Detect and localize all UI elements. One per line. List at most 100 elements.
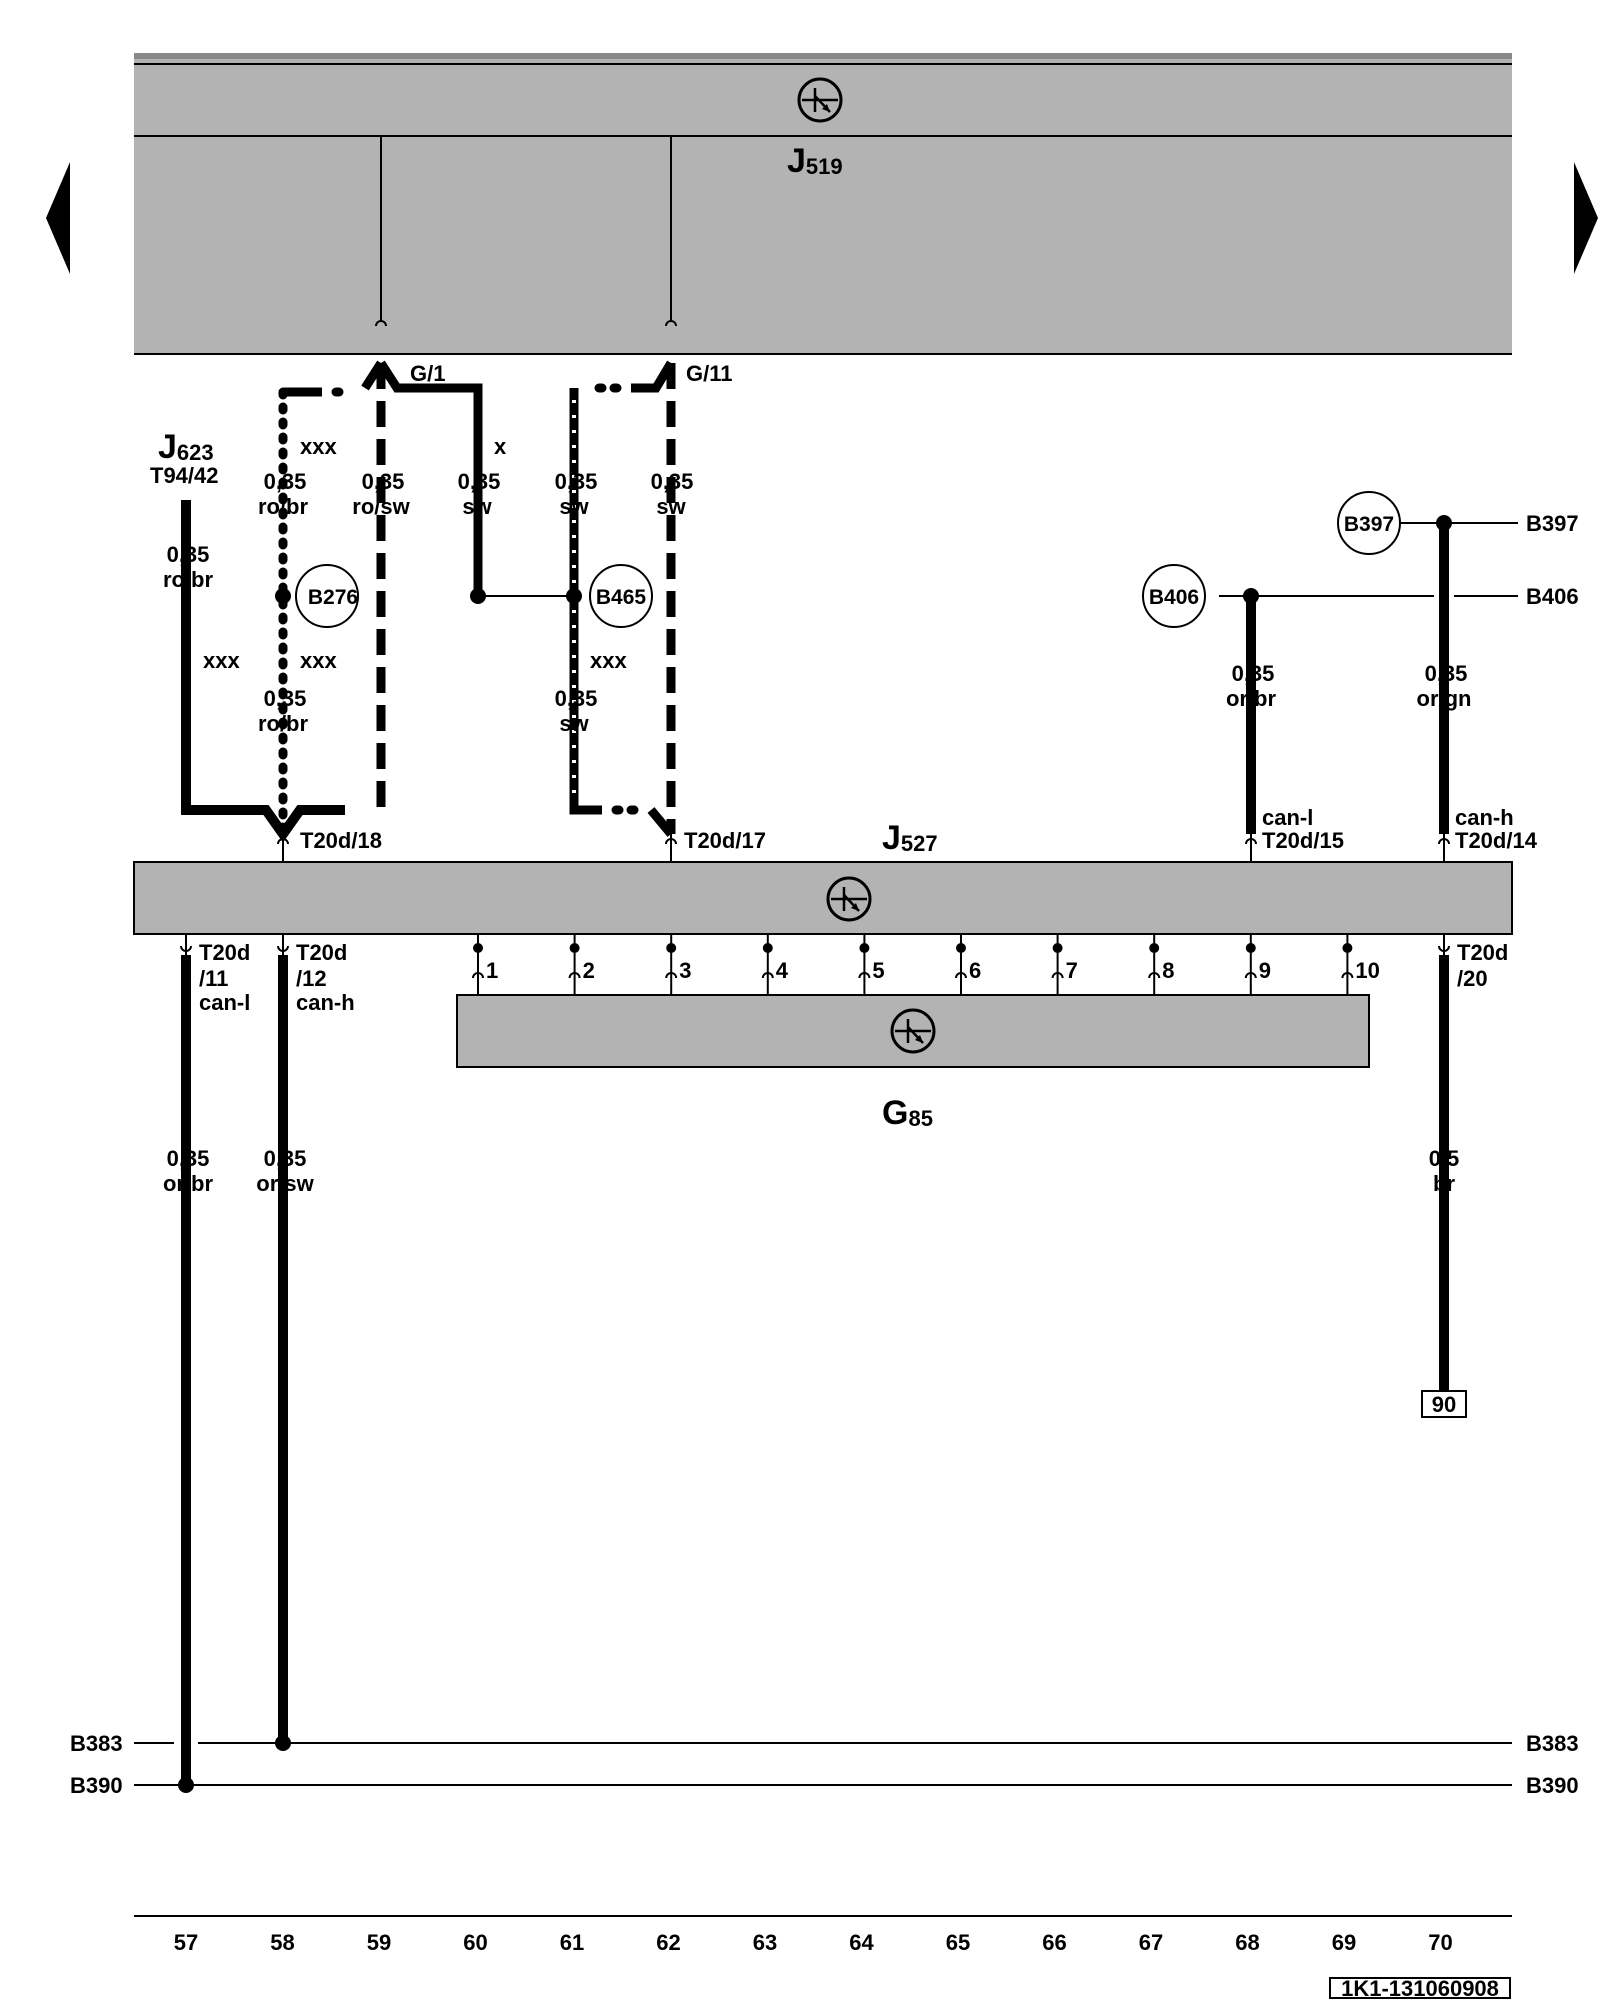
splice-b406: B406: [1142, 564, 1206, 628]
svg-text:0,35: 0,35: [1425, 661, 1468, 686]
g85-pin-label: 4: [776, 958, 789, 983]
wire-label-61b: 0,35 sw: [555, 686, 598, 736]
g85-pin-marker: [665, 972, 678, 979]
variant-mark-xxx: xxx: [300, 434, 337, 459]
svg-text:0,35: 0,35: [264, 686, 307, 711]
g85-pin-label: 3: [679, 958, 691, 983]
svg-text:ro/br: ro/br: [258, 494, 309, 519]
pin-label-t20d14: T20d/14: [1455, 828, 1538, 853]
g85-pin-dot: [956, 943, 966, 953]
pin-label-t20d-11a: T20d: [199, 940, 250, 965]
wire-label-62: 0,35 sw: [651, 469, 694, 519]
g85-pin-label: 5: [872, 958, 884, 983]
wire-label-60: 0,35 sw: [458, 469, 501, 519]
g85-pin-label: 6: [969, 958, 981, 983]
g85-pin-dot: [859, 943, 870, 953]
svg-text:90: 90: [1432, 1392, 1456, 1417]
j519-label: J519: [787, 142, 843, 180]
g85-pin-marker: [1244, 972, 1257, 979]
track-number: 64: [849, 1930, 874, 1955]
electronic-component-icon: [797, 77, 843, 123]
bus-label-b383-right: B383: [1526, 1731, 1579, 1756]
pin-label-g1: G/1: [410, 361, 445, 386]
g85-pin-marker: [761, 972, 774, 979]
track-number: 59: [367, 1930, 391, 1955]
svg-text:0,35: 0,35: [458, 469, 501, 494]
g85-pin-marker: [955, 972, 967, 979]
wire-label-57: 0,35 or/br: [163, 1146, 214, 1196]
track-number: 69: [1332, 1930, 1356, 1955]
variant-mark-xxx: xxx: [300, 648, 337, 673]
track-number: 58: [270, 1930, 294, 1955]
wire-routing: [181, 360, 1449, 1785]
svg-text:ro/sw: ro/sw: [352, 494, 410, 519]
svg-text:B276: B276: [308, 586, 358, 609]
pin-label-can-l-bottom: can-l: [199, 990, 250, 1015]
g85-pin-label: 8: [1162, 958, 1174, 983]
splice-b276: B276: [295, 564, 359, 628]
thin-lines: [134, 522, 1518, 1917]
pin-label-g11: G/11: [686, 361, 732, 386]
g85-pin-dot: [762, 943, 773, 953]
g85-pin-label: 7: [1066, 958, 1078, 983]
svg-text:B465: B465: [596, 586, 647, 609]
g85-pin-label: 9: [1259, 958, 1271, 983]
connector-markers: [180, 320, 1450, 952]
g85-pin-label: 1: [486, 958, 498, 983]
bus-label-b397: B397: [1526, 511, 1579, 536]
svg-text:ro/br: ro/br: [163, 567, 214, 592]
svg-text:B397: B397: [1344, 513, 1394, 536]
electronic-component-icon: [826, 876, 872, 922]
next-page-arrow-icon[interactable]: [1574, 162, 1598, 274]
svg-text:0,5: 0,5: [1429, 1146, 1460, 1171]
prev-page-arrow-icon[interactable]: [46, 162, 70, 274]
track-number: 61: [560, 1930, 584, 1955]
track-number: 62: [656, 1930, 680, 1955]
track-number: 66: [1042, 1930, 1066, 1955]
ground-reference-90: 90: [1421, 1390, 1467, 1418]
svg-text:0,35: 0,35: [362, 469, 405, 494]
g85-pin-label: 2: [583, 958, 595, 983]
g85-pin-dot: [666, 943, 677, 953]
wire-label-59b: 0,35 ro/sw: [352, 469, 410, 519]
bus-label-b390-right: B390: [1526, 1773, 1579, 1798]
g85-pin-label: 10: [1355, 958, 1379, 983]
track-number: 67: [1139, 1930, 1163, 1955]
track-number: 68: [1235, 1930, 1259, 1955]
svg-text:0,35: 0,35: [167, 1146, 210, 1171]
bus-label-b390-left: B390: [70, 1773, 123, 1798]
splice-b465: B465: [589, 564, 653, 628]
pin-label-can-l-top: can-l: [1262, 805, 1313, 830]
variant-mark-xxx: xxx: [590, 648, 627, 673]
j623-label: J623: [158, 428, 214, 466]
svg-text:0,35: 0,35: [555, 686, 598, 711]
track-number: 63: [753, 1930, 777, 1955]
pin-label-can-h-top: can-h: [1455, 805, 1514, 830]
svg-text:B406: B406: [1149, 586, 1199, 609]
j527-control-unit: J527: [133, 819, 1513, 935]
pin-label-t20d-12b: /12: [296, 966, 327, 991]
wire-label-70b: 0,5 br: [1429, 1146, 1460, 1196]
pin-label-t20d-20b: /20: [1457, 966, 1488, 991]
svg-text:br: br: [1433, 1171, 1455, 1196]
svg-text:or/br: or/br: [1226, 686, 1277, 711]
g85-sensor: G85: [456, 994, 1370, 1132]
wire-label-59a: 0,35 ro/br: [258, 469, 309, 519]
g85-pin-marker: [568, 972, 581, 979]
j527-label: J527: [882, 819, 938, 857]
svg-text:sw: sw: [559, 711, 589, 736]
j519-control-unit: J519: [134, 53, 1512, 355]
wire-label-68: 0,35 or/br: [1226, 661, 1277, 711]
variant-mark-xxx: xxx: [203, 648, 240, 673]
track-number: 60: [463, 1930, 487, 1955]
junction-dots: [178, 515, 1452, 1793]
wire-label-58: 0,35 or/sw: [256, 1146, 314, 1196]
g85-pin-dot: [473, 943, 483, 953]
svg-text:0,35: 0,35: [167, 542, 210, 567]
g85-pin-row: 1 2 3 4 5 6 7 8 9 10: [472, 934, 1380, 995]
pin-label-t20d17: T20d/17: [684, 828, 766, 853]
svg-text:sw: sw: [462, 494, 492, 519]
pin-label-t20d-12a: T20d: [296, 940, 347, 965]
pin-label-t20d-20a: T20d: [1457, 940, 1508, 965]
